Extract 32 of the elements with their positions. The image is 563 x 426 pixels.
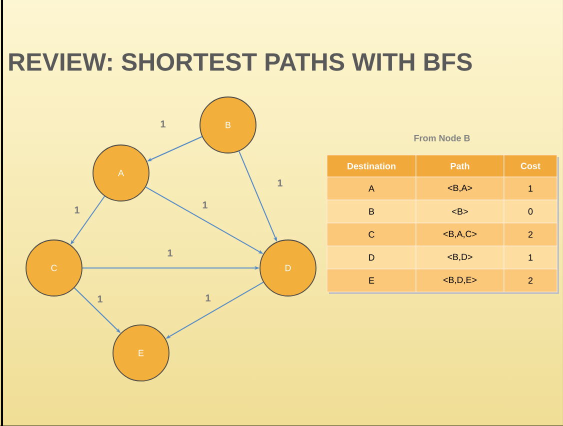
- table-cell: 2: [504, 268, 558, 292]
- table-cell: <B,A>: [416, 176, 504, 200]
- table-cell: 1: [504, 176, 558, 200]
- table-cell: <B>: [416, 200, 504, 224]
- graph-node: C: [26, 240, 82, 296]
- table-caption: From Node B: [414, 134, 470, 142]
- edge-label: 1: [278, 180, 282, 186]
- graph-node: A: [92, 144, 150, 202]
- edge-label: 1: [206, 294, 210, 302]
- table-cell: <B,A,C>: [416, 222, 504, 246]
- graph-node: D: [260, 240, 316, 296]
- table-cell: 0: [504, 200, 558, 224]
- edge-label: 1: [168, 250, 172, 256]
- edge-label: 1: [98, 296, 102, 302]
- edge-label: 1: [160, 120, 166, 128]
- table-cell: E: [326, 268, 416, 292]
- header-cell: Cost: [504, 154, 558, 178]
- edge-label: 1: [202, 202, 208, 208]
- header-cell: Destination: [326, 154, 416, 178]
- header-cell: Path: [416, 154, 504, 178]
- graph-node: E: [112, 324, 170, 382]
- table-cell: <B,D>: [416, 246, 504, 270]
- slide-title: REVIEW: SHORTEST PATHS WITH BFS: [9, 53, 472, 71]
- graph-node: B: [200, 96, 256, 154]
- table-cell: <B,D,E>: [416, 268, 504, 292]
- edge-label: 1: [74, 206, 80, 214]
- table-cell: A: [326, 176, 416, 200]
- table-cell: B: [326, 200, 416, 224]
- table-cell: 2: [504, 222, 558, 246]
- table-cell: C: [326, 222, 416, 246]
- table-cell: 1: [504, 246, 558, 270]
- table-cell: D: [326, 246, 416, 270]
